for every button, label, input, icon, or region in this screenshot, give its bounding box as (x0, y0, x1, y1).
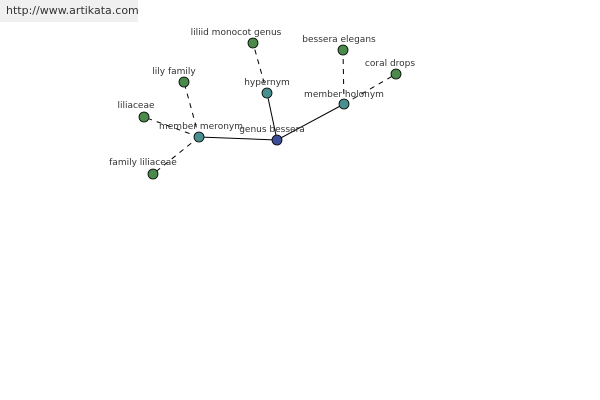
label-member-meronym: member meronym (159, 122, 243, 132)
node-family-liliaceae[interactable] (147, 168, 159, 180)
edge-genus-bessera-to-hypernym (266, 92, 278, 141)
edge-hypernym-to-liliid-monocot-genus (252, 42, 268, 94)
label-family-liliaceae: family liliaceae (109, 158, 177, 168)
label-genus-bessera: genus bessera (239, 125, 305, 135)
edge-member-meronym-to-family-liliaceae (152, 136, 200, 175)
node-member-meronym[interactable] (193, 131, 205, 143)
label-lily-family: lily family (152, 67, 196, 77)
edge-genus-bessera-to-member-holonym (276, 103, 345, 141)
label-member-holonym: member holonym (304, 90, 384, 100)
graph-edges (143, 42, 397, 175)
label-hypernym: hypernym (244, 78, 290, 88)
watermark-url: http://www.artikata.com (0, 0, 139, 22)
graph-nodes (138, 37, 402, 180)
edge-genus-bessera-to-member-meronym (198, 136, 278, 141)
label-liliaceae: liliaceae (117, 101, 155, 111)
node-bessera-elegans[interactable] (337, 44, 349, 56)
node-genus-bessera[interactable] (271, 134, 283, 146)
label-liliid-monocot-genus: liliid monocot genus (191, 28, 282, 38)
graph-labels: genus bessera hypernym member holonym membe… (109, 28, 415, 168)
node-member-holonym[interactable] (338, 98, 350, 110)
node-hypernym[interactable] (261, 87, 273, 99)
label-coral-drops: coral drops (365, 59, 415, 69)
node-liliid-monocot-genus[interactable] (247, 37, 259, 49)
edge-member-holonym-to-coral-drops (343, 73, 397, 105)
node-coral-drops[interactable] (390, 68, 402, 80)
node-liliaceae[interactable] (138, 111, 150, 123)
label-bessera-elegans: bessera elegans (302, 35, 376, 45)
node-lily-family[interactable] (178, 76, 190, 88)
